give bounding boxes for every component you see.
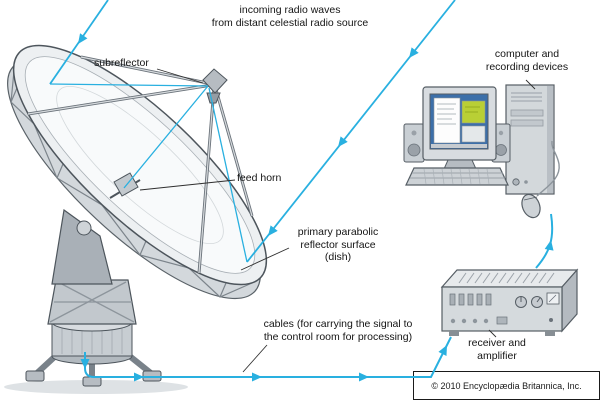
computer-mouse bbox=[521, 140, 560, 219]
label-text-line: incoming radio waves bbox=[239, 4, 341, 16]
computer-monitor bbox=[422, 86, 497, 170]
signal-arrowheads bbox=[78, 33, 554, 382]
label-computer: computer and recording devices bbox=[468, 48, 586, 73]
receiver-front-controls bbox=[449, 292, 560, 325]
reflected-rays bbox=[49, 83, 248, 263]
label-cables: cables (for carrying the signal to the c… bbox=[228, 318, 448, 343]
pedestal-tower bbox=[47, 279, 137, 325]
label-text-line: from distant celestial radio source bbox=[211, 16, 369, 29]
label-text-line: recording devices bbox=[485, 60, 569, 73]
label-text-line: feed horn bbox=[237, 172, 282, 184]
copyright-notice: © 2010 Encyclopædia Britannica, Inc. bbox=[413, 371, 600, 400]
label-leader-lines bbox=[139, 68, 536, 373]
label-text-line: (dish) bbox=[324, 251, 352, 264]
receiver-top-vents bbox=[458, 272, 555, 284]
parabolic-dish bbox=[12, 44, 268, 286]
receiver-amplifier-illustration bbox=[440, 268, 579, 336]
label-feed-horn: feed horn bbox=[237, 172, 281, 185]
label-text-line: primary parabolic bbox=[297, 226, 379, 238]
ground-shadow bbox=[4, 380, 188, 394]
label-text-line: cables (for carrying the signal to bbox=[263, 318, 413, 330]
leader-cables bbox=[242, 344, 268, 373]
label-text-line: receiver and bbox=[468, 337, 526, 349]
label-text-line: subreflector bbox=[94, 57, 149, 69]
speaker-left bbox=[403, 123, 425, 163]
label-text-line: reflector surface bbox=[300, 238, 376, 251]
label-text-line: computer and bbox=[494, 48, 560, 60]
label-receiver: receiver and amplifier bbox=[444, 337, 550, 362]
elevation-mount bbox=[51, 208, 113, 285]
receiver-to-computer-link bbox=[535, 213, 554, 269]
label-subreflector: subreflector bbox=[94, 57, 149, 70]
label-primary-reflector: primary parabolic reflector surface (dis… bbox=[282, 226, 394, 264]
computer-tower bbox=[505, 84, 555, 195]
leader-feed-horn bbox=[139, 179, 236, 191]
leader-primary-reflector bbox=[240, 247, 290, 271]
leader-receiver bbox=[488, 329, 497, 338]
label-text-line: amplifier bbox=[477, 349, 517, 362]
leader-subreflector bbox=[156, 68, 204, 84]
label-text-line: the control room for processing) bbox=[263, 330, 413, 343]
leader-computer bbox=[525, 79, 536, 90]
incoming-ray-right bbox=[246, 0, 456, 263]
computer-illustration bbox=[403, 84, 560, 219]
computer-keyboard bbox=[405, 167, 509, 186]
label-incoming-radio-waves: incoming radio waves from distant celest… bbox=[158, 4, 422, 29]
radio-telescope-illustration bbox=[4, 44, 268, 394]
